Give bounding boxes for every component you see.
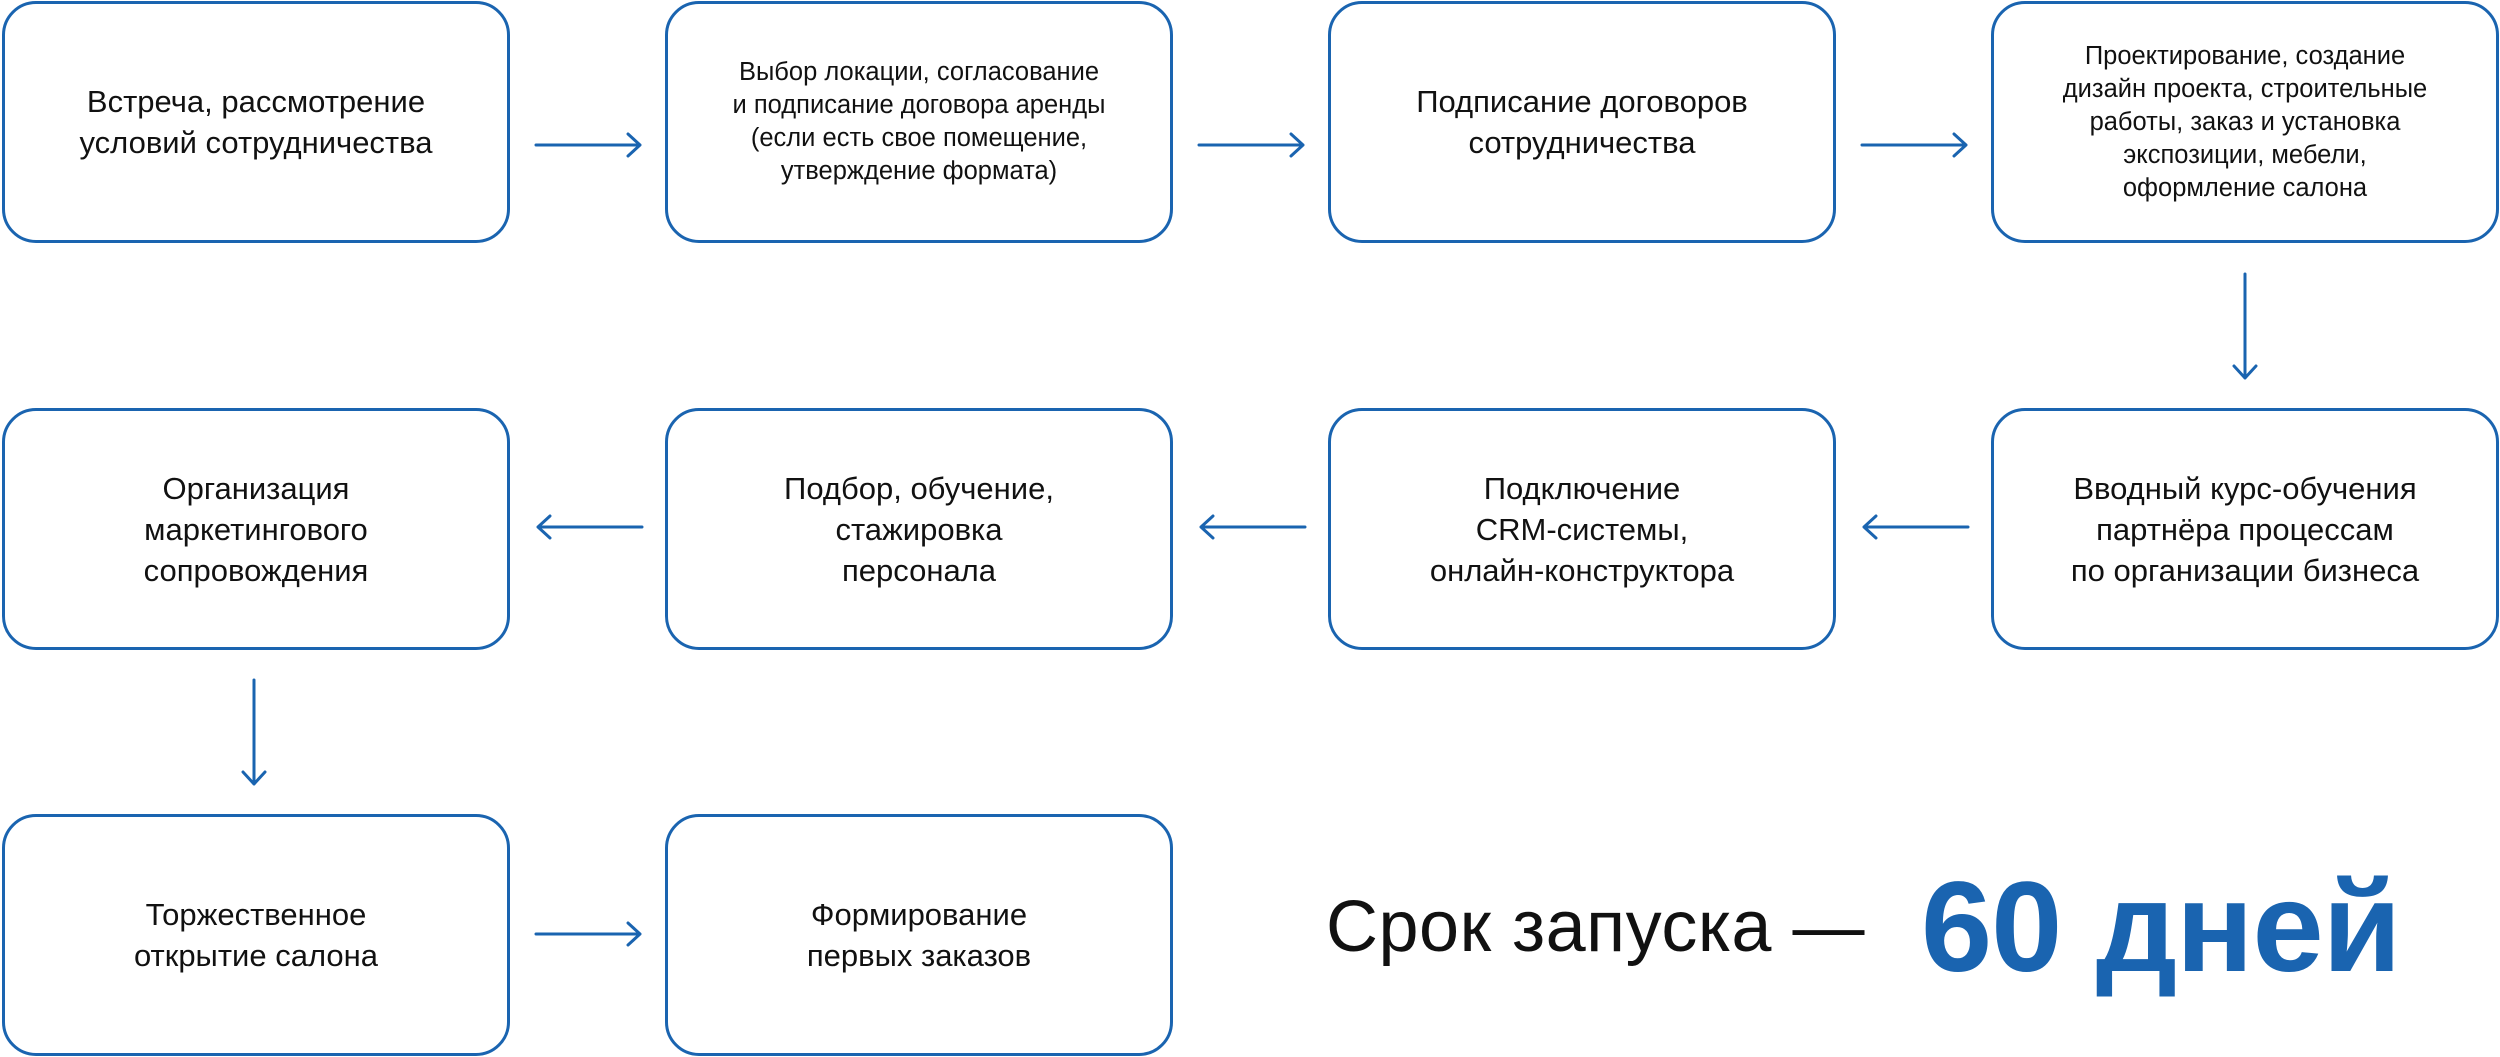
step-text: Встреча, рассмотрение условий сотрудниче…	[79, 84, 433, 160]
step-crm-connection: Подключение CRM-системы, онлайн-конструк…	[1328, 408, 1836, 650]
step-location-lease: Выбор локации, согласование и подписание…	[665, 1, 1173, 243]
step-grand-opening: Торжественное открытие салона	[2, 814, 510, 1056]
step-marketing: Организация маркетингового сопровождения	[2, 408, 510, 650]
step-first-orders: Формирование первых заказов	[665, 814, 1173, 1056]
step-text: Организация маркетингового сопровождения	[143, 470, 369, 588]
arrow-right-icon	[534, 921, 642, 947]
arrow-right-icon	[1197, 132, 1305, 158]
step-text: Формирование первых заказов	[806, 897, 1032, 973]
launch-period: Срок запуска — 60 дней	[1326, 856, 2500, 999]
arrow-left-icon	[1199, 514, 1307, 540]
step-design-construction: Проектирование, создание дизайн проекта,…	[1991, 1, 2499, 243]
step-text: Подбор, обучение, стажировка персонала	[784, 470, 1054, 588]
arrow-down-icon	[241, 678, 267, 786]
step-text: Выбор локации, согласование и подписание…	[732, 58, 1106, 185]
step-staff-training: Подбор, обучение, стажировка персонала	[665, 408, 1173, 650]
arrow-right-icon	[1860, 132, 1968, 158]
arrow-left-icon	[536, 514, 644, 540]
launch-period-value: 60 дней	[1920, 855, 2401, 999]
arrow-left-icon	[1862, 514, 1970, 540]
step-text: Подписание договоров сотрудничества	[1416, 84, 1748, 160]
step-text: Торжественное открытие салона	[134, 897, 378, 973]
step-text: Подключение CRM-системы, онлайн-конструк…	[1429, 470, 1735, 588]
step-intro-course: Вводный курс-обучения партнёра процессам…	[1991, 408, 2499, 650]
step-meeting: Встреча, рассмотрение условий сотрудниче…	[2, 1, 510, 243]
arrow-right-icon	[534, 132, 642, 158]
step-text: Проектирование, создание дизайн проекта,…	[2062, 41, 2428, 202]
step-contracts: Подписание договоров сотрудничества	[1328, 1, 1836, 243]
arrow-down-icon	[2232, 272, 2258, 380]
step-text: Вводный курс-обучения партнёра процессам…	[2070, 470, 2420, 588]
launch-period-label: Срок запуска —	[1326, 887, 1865, 967]
